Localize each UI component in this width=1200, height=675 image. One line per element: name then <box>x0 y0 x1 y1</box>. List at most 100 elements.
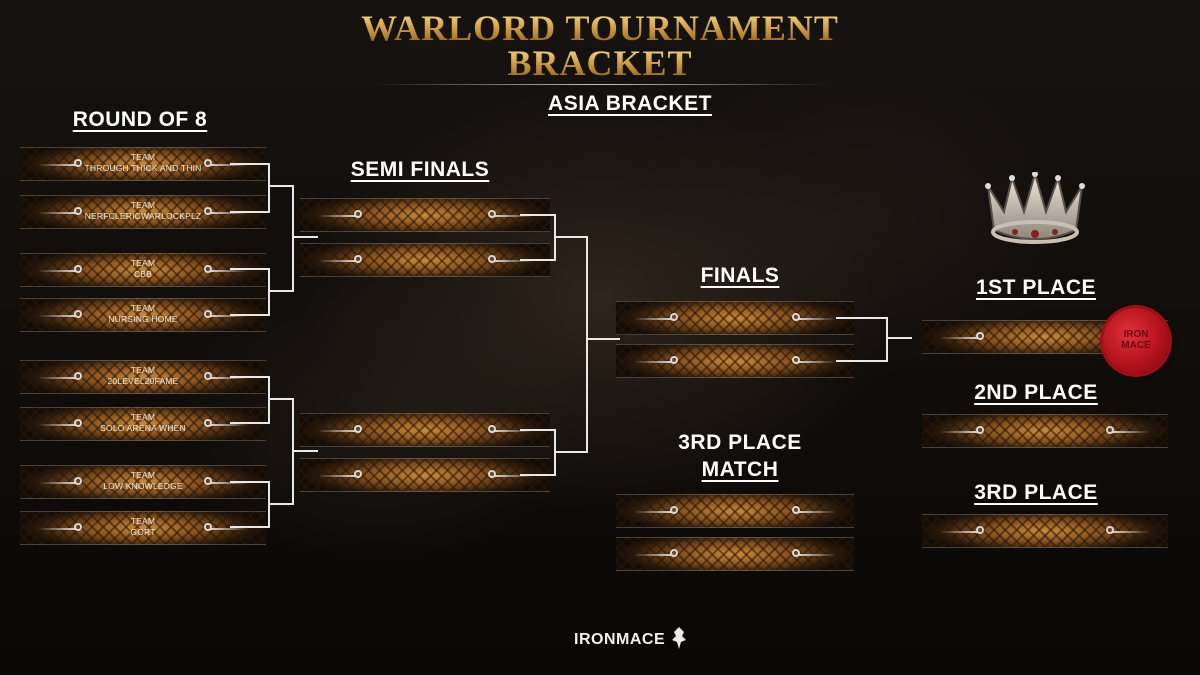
semi-final-slot[interactable] <box>300 198 550 232</box>
bracket-connector <box>292 185 294 292</box>
team-name: 20LEVEL20FAME <box>107 376 179 386</box>
finals-heading: FINALS <box>700 264 780 287</box>
bracket-connector <box>520 429 556 431</box>
team-prefix: TEAM <box>130 303 156 313</box>
team-prefix: TEAM <box>130 516 156 526</box>
crown-icon <box>985 172 1085 244</box>
team-prefix: TEAM <box>130 412 156 422</box>
slot-ornament-left-icon <box>74 207 82 215</box>
slot-ornament-right-icon <box>204 419 212 427</box>
bracket-connector <box>554 214 556 261</box>
team-prefix: TEAM <box>130 470 156 480</box>
bracket-connector <box>556 236 588 238</box>
slot-ornament-right-icon <box>204 265 212 273</box>
bracket-connector <box>588 338 620 340</box>
title-divider <box>370 84 830 85</box>
seal-text-line2: MACE <box>1121 340 1151 351</box>
bracket-connector <box>230 314 270 316</box>
bracket-connector <box>270 185 294 187</box>
slot-ornament-right-icon <box>792 549 800 557</box>
slot-ornament-left-icon <box>670 549 678 557</box>
semi-final-slot[interactable] <box>300 413 550 447</box>
slot-ornament-right-icon <box>792 313 800 321</box>
slot-ornament-left-icon <box>74 310 82 318</box>
bracket-connector <box>520 474 556 476</box>
second-place-slot[interactable] <box>922 414 1168 448</box>
slot-ornament-right-icon <box>488 255 496 263</box>
slot-ornament-left-icon <box>74 523 82 531</box>
slot-ornament-left-icon <box>354 470 362 478</box>
slot-ornament-right-icon <box>488 425 496 433</box>
team-name: CBB <box>133 269 153 279</box>
bracket-connector <box>836 317 888 319</box>
bracket-connector <box>554 429 556 476</box>
semi-final-slot[interactable] <box>300 458 550 492</box>
wax-seal-icon: IRON MACE <box>1103 308 1169 374</box>
bracket-connector <box>520 259 556 261</box>
bracket-connector <box>230 211 270 213</box>
slot-ornament-left-icon <box>74 477 82 485</box>
slot-ornament-right-icon <box>488 470 496 478</box>
team-prefix: TEAM <box>130 200 156 210</box>
bracket-connector <box>556 451 588 453</box>
slot-ornament-right-icon <box>204 159 212 167</box>
team-name: NURSING HOME <box>108 314 178 324</box>
bracket-connector <box>230 163 270 165</box>
slot-ornament-right-icon <box>204 372 212 380</box>
team-name: NERFCLERICWARLOCKPLZ <box>84 211 202 221</box>
slot-ornament-left-icon <box>74 419 82 427</box>
third-place-heading: 3RD PLACE <box>974 481 1098 504</box>
slot-ornament-left-icon <box>354 255 362 263</box>
third-place-match-heading-line2: MATCH <box>701 458 779 481</box>
third-place-match-slot[interactable] <box>616 537 854 571</box>
slot-ornament-right-icon <box>204 207 212 215</box>
team-prefix: TEAM <box>130 152 156 162</box>
slot-ornament-left-icon <box>976 426 984 434</box>
bracket-connector <box>520 214 556 216</box>
bracket-connector <box>268 163 270 213</box>
bracket-connector <box>886 317 888 362</box>
bracket-connector <box>888 337 912 339</box>
bracket-connector <box>292 398 294 505</box>
bracket-connector <box>268 268 270 316</box>
slot-ornament-left-icon <box>354 210 362 218</box>
bracket-connector <box>270 503 294 505</box>
bracket-connector <box>268 481 270 528</box>
slot-ornament-right-icon <box>792 506 800 514</box>
third-place-slot[interactable] <box>922 514 1168 548</box>
slot-ornament-left-icon <box>74 265 82 273</box>
bracket-connector <box>230 376 270 378</box>
bracket-connector <box>230 268 270 270</box>
final-slot[interactable] <box>616 301 854 335</box>
first-place-heading: 1ST PLACE <box>975 276 1097 299</box>
team-name: THROUGH THICK AND THIN <box>84 163 202 173</box>
bracket-connector <box>294 450 318 452</box>
ironmace-logo-icon: IRONMACE <box>574 626 688 650</box>
second-place-heading: 2ND PLACE <box>974 381 1098 404</box>
final-slot[interactable] <box>616 344 854 378</box>
logo-text: IRONMACE <box>574 631 666 648</box>
team-name: LOW KNOWLEDGE <box>103 481 183 491</box>
seal-text-line1: IRON <box>1123 329 1149 340</box>
slot-ornament-left-icon <box>670 506 678 514</box>
semi-final-slot[interactable] <box>300 243 550 277</box>
slot-ornament-left-icon <box>670 313 678 321</box>
slot-ornament-right-icon <box>1106 526 1114 534</box>
slot-ornament-right-icon <box>792 356 800 364</box>
bracket-connector <box>230 422 270 424</box>
slot-ornament-left-icon <box>74 159 82 167</box>
tournament-title-line1: WARLORD TOURNAMENT <box>0 10 1200 46</box>
semi-finals-heading: SEMI FINALS <box>350 158 490 181</box>
third-place-match-slot[interactable] <box>616 494 854 528</box>
slot-ornament-left-icon <box>74 372 82 380</box>
bracket-connector <box>270 398 294 400</box>
bracket-connector <box>836 360 888 362</box>
